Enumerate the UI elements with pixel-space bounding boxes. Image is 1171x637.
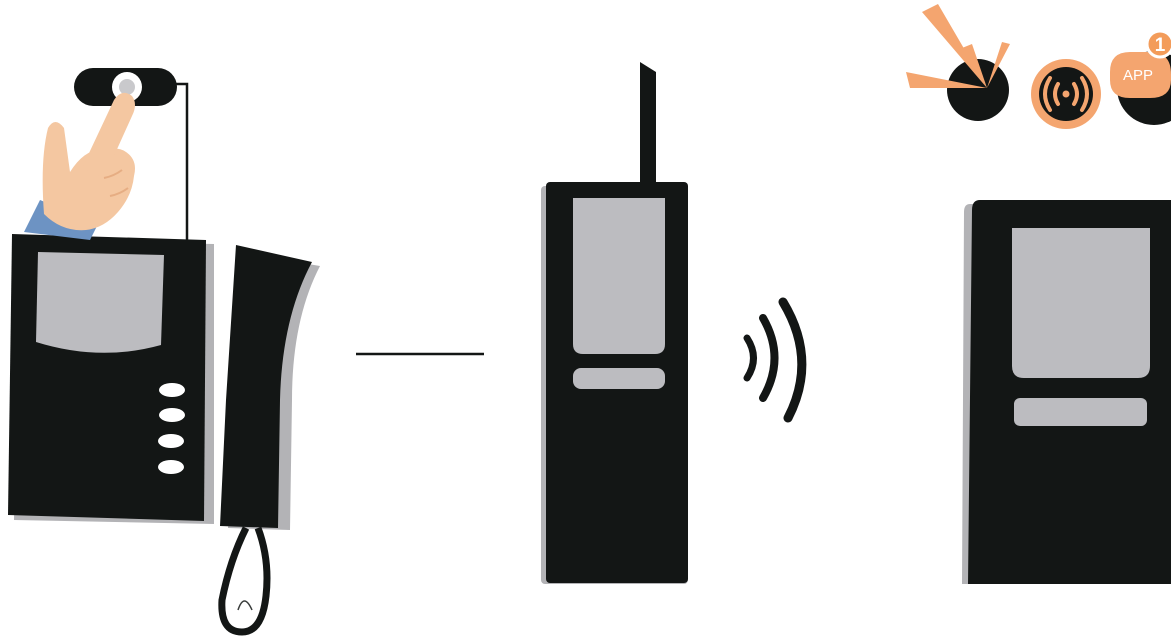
monitor-button-3	[158, 434, 184, 448]
pointing-hand-icon	[24, 93, 135, 240]
intercom-handset-icon	[220, 245, 320, 632]
doorbell-wire	[171, 84, 187, 240]
gateway-screen	[573, 198, 665, 354]
ringing-alert-icon	[906, 4, 1010, 121]
handset-cord	[222, 528, 267, 632]
vibrate-alert-icon	[1031, 59, 1101, 129]
gateway-bar	[573, 368, 665, 389]
smartphone-icon	[962, 200, 1171, 584]
wireless-gateway-icon	[541, 62, 688, 584]
monitor-button-2	[159, 408, 185, 422]
monitor-button-4	[158, 460, 184, 474]
monitor-screen	[36, 252, 164, 353]
app-label: APP	[1123, 67, 1153, 84]
smartphone-screen	[1012, 228, 1150, 378]
wireless-signal-icon	[747, 302, 802, 418]
app-notification-icon: APP 1	[1110, 31, 1171, 125]
app-badge-count: 1	[1155, 35, 1166, 56]
video-intercom-monitor-icon	[8, 234, 214, 524]
smartphone-bar	[1014, 398, 1147, 426]
monitor-button-1	[159, 383, 185, 397]
